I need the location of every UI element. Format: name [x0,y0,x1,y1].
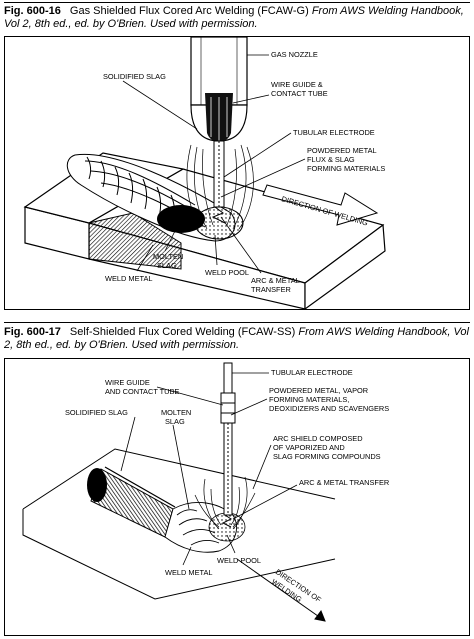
figure-caption: Fig. 600-17 Self-Shielded Flux Cored Wel… [4,326,470,352]
arc [211,206,226,224]
label-weld-metal: WELD METAL [105,274,153,283]
label-wire-guide-2: CONTACT TUBE [271,89,328,98]
plate-cross-section [88,212,182,270]
fcaw-ss-diagram: TUBULAR ELECTRODE POWDERED METAL, VAPOR … [22,362,389,622]
label-molten-slag-1: MOLTEN [161,408,191,417]
label-powdered-metal-2: FORMING MATERIALS, [269,395,349,404]
label-weld-metal: WELD METAL [165,568,213,577]
solidified-slag-bead [87,466,176,538]
figure-source: From AWS Welding Handbook, Vol 2, 8th ed… [4,326,469,351]
leader-lines [120,372,298,566]
figure-title: Self-Shielded Flux Cored Welding (FCAW-S… [69,326,296,338]
label-molten-slag-1: MOLTEN [153,252,183,261]
direction-arrow [236,558,326,622]
figure-title: Gas Shielded Flux Cored Arc Welding (FCA… [69,5,309,17]
tubular-electrode [223,362,233,516]
label-tubular-electrode: TUBULAR ELECTRODE [293,128,375,137]
label-arc-shield-2: OF VAPORIZED AND [273,443,345,452]
label-arc-metal-2: TRANSFER [251,285,291,294]
label-wire-guide-1: WIRE GUIDE & [271,80,323,89]
tubular-electrode [213,140,225,208]
label-solidified-slag: SOLIDIFIED SLAG [65,408,128,417]
figure-number: Fig. 600-16 [4,5,61,17]
gas-shield-lines [186,144,254,230]
top-rule [4,2,470,3]
fcaw-g-diagram: GAS NOZZLE WIRE GUIDE & CONTACT TUBE SOL… [23,37,386,309]
label-arc-shield-3: SLAG FORMING COMPOUNDS [273,452,381,461]
arc-shield-lines [194,476,256,530]
label-powdered-metal-2: FLUX & SLAG [307,155,355,164]
label-powdered-metal-1: POWDERED METAL [307,146,377,155]
direction-arrow [262,184,379,226]
figure-caption: Fig. 600-16 Gas Shielded Flux Cored Arc … [4,5,470,31]
contact-tube [220,392,236,424]
label-wire-guide-2: AND CONTACT TUBE [105,387,179,396]
figure-number: Fig. 600-17 [4,326,61,338]
leader-lines [122,54,306,274]
label-powdered-metal-3: DEOXIDIZERS AND SCAVENGERS [269,404,389,413]
label-powdered-metal-1: POWDERED METAL, VAPOR [269,386,368,395]
label-tubular-electrode: TUBULAR ELECTRODE [271,368,353,377]
label-powdered-metal-3: FORMING MATERIALS [307,164,385,173]
top-rule [4,322,470,323]
figure-frame: TUBULAR ELECTRODE POWDERED METAL, VAPOR … [4,358,470,636]
label-arc-metal-transfer: ARC & METAL TRANSFER [299,478,389,487]
arc [221,514,232,528]
base-plate [22,448,336,600]
label-molten-slag-2: SLAG [165,417,185,426]
figure-source: From AWS Welding Handbook, Vol 2, 8th ed… [4,5,464,30]
label-solidified-slag: SOLIDIFIED SLAG [103,72,166,81]
label-gas-nozzle: GAS NOZZLE [271,50,318,59]
label-weld-pool: WELD POOL [217,556,261,565]
label-weld-pool: WELD POOL [205,268,249,277]
weld-pool-shape [208,512,246,542]
label-arc-shield-1: ARC SHIELD COMPOSED [273,434,363,443]
label-arc-metal-1: ARC & METAL [251,276,300,285]
contact-tube [205,93,233,142]
label-molten-slag-2: SLAG [157,261,177,270]
figure-frame: GAS NOZZLE WIRE GUIDE & CONTACT TUBE SOL… [4,36,470,310]
label-wire-guide-1: WIRE GUIDE [105,378,150,387]
